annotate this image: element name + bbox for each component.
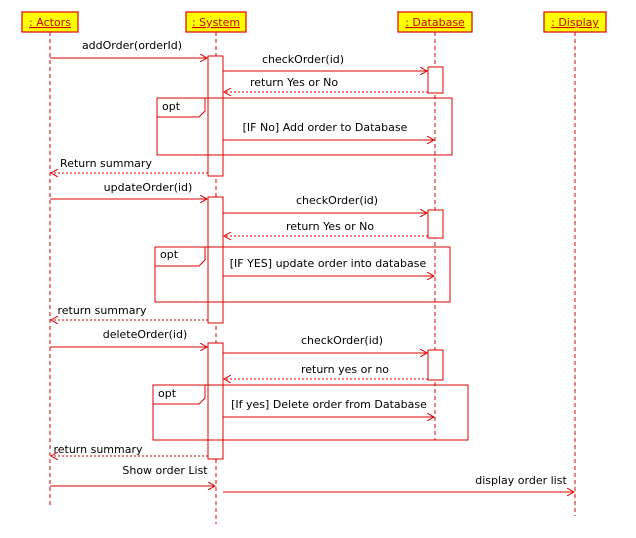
participant-label: : Database xyxy=(405,16,465,29)
activation-database xyxy=(427,209,444,239)
message-label: updateOrder(id) xyxy=(104,181,193,194)
message-label: display order list xyxy=(475,474,567,487)
participant-label: : System xyxy=(192,16,240,29)
fragment-label: opt xyxy=(160,248,179,261)
participant-system: : System xyxy=(185,11,247,33)
message-label: Show order List xyxy=(122,464,208,477)
message-label: Return summary xyxy=(60,157,152,170)
message-label: checkOrder(id) xyxy=(301,334,383,347)
opt-fragment: opt xyxy=(154,246,451,303)
message-label: return Yes or No xyxy=(250,76,338,89)
participant-label: : Actors xyxy=(29,16,71,29)
opt-fragment: opt xyxy=(156,97,453,156)
message-label: return Yes or No xyxy=(286,220,374,233)
message-label: checkOrder(id) xyxy=(262,53,344,66)
message-label: addOrder(orderId) xyxy=(82,39,182,52)
opt-fragment: opt xyxy=(152,384,469,441)
message-label: return yes or no xyxy=(301,363,389,376)
fragment-label: opt xyxy=(162,100,181,113)
message-label: return summary xyxy=(53,443,143,456)
participant-display: : Display xyxy=(543,11,607,33)
participant-actors: : Actors xyxy=(21,11,79,33)
message-label: [IF No] Add order to Database xyxy=(243,121,408,134)
message-label: return summary xyxy=(57,304,147,317)
fragment-label: opt xyxy=(158,387,177,400)
message-label: checkOrder(id) xyxy=(296,194,378,207)
message-label: [IF YES] update order into database xyxy=(230,257,427,270)
message-label: deleteOrder(id) xyxy=(103,328,188,341)
activation-system xyxy=(207,342,224,460)
message-label: [If yes] Delete order from Database xyxy=(231,398,427,411)
activation-system xyxy=(207,55,224,177)
participant-label: : Display xyxy=(551,16,599,29)
activation-system xyxy=(207,196,224,324)
activation-database xyxy=(427,349,444,381)
participant-database: : Database xyxy=(397,11,473,33)
activation-database xyxy=(427,66,444,94)
